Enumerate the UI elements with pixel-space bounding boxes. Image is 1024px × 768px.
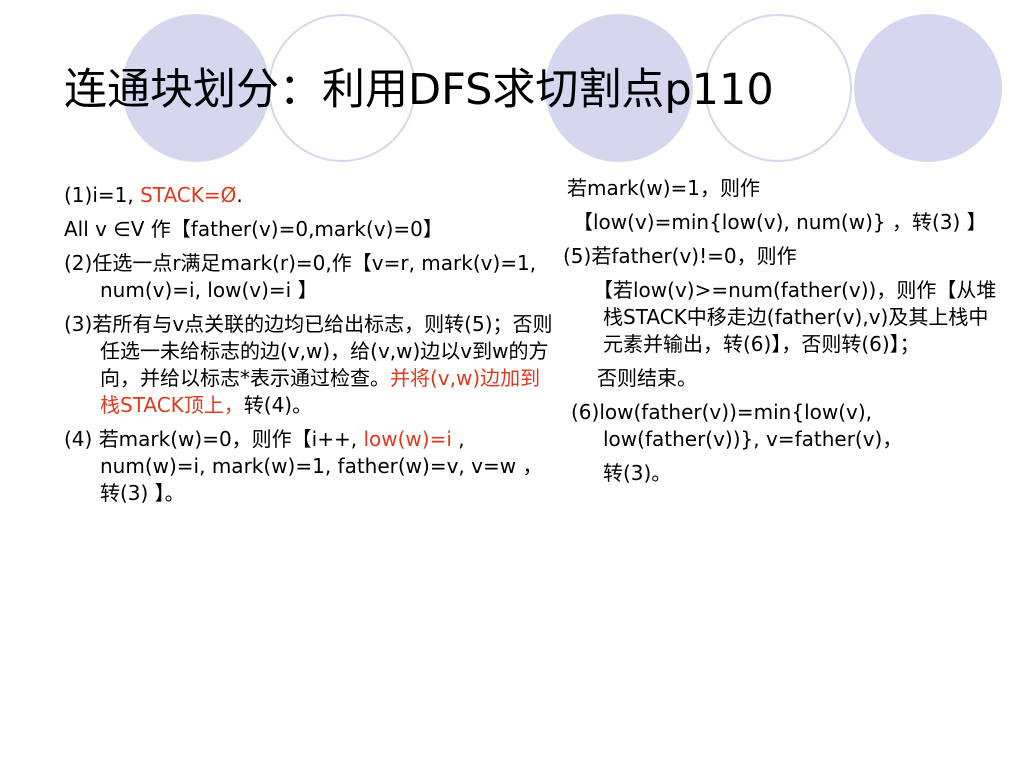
step-3-text: (3)若所有与v点关联的边均已给出标志，则转(5)；否则任选一未给标志的边(v,… [64,312,553,390]
step-6-goto: 转(3)。 [603,461,672,485]
step-1: (1)i=1, STACK=Ø. [64,182,554,209]
step-5: (5)若father(v)!=0，则作 [563,244,797,268]
mark-1-condition: 若mark(w)=1，则作 [567,176,760,200]
step-1-text: (1)i=1, [64,183,141,207]
right-column: 若mark(w)=1，则作 【low(v)=min{low(v), num(w)… [563,175,1003,487]
mark-1-action: 【low(v)=min{low(v), num(w)} ，转(3) 】 [573,210,987,234]
step-4-low-assign: low(w)=i [363,427,452,451]
decor-circle-5 [854,14,1002,162]
step-5-else: 否则结束。 [597,366,697,390]
decor-circle-1 [122,14,270,162]
step-4-rest: , num(w)=i, mark(w)=1, father(w)=v, v=w … [100,427,543,505]
step-1-stack-init: STACK=Ø [140,183,237,207]
step-4: (4) 若mark(w)=0，则作【i++, low(w)=i , num(w)… [64,426,554,507]
step-3: (3)若所有与v点关联的边均已给出标志，则转(5)；否则任选一未给标志的边(v,… [64,311,554,419]
step-6: (6)low(father(v))=min{low(v), low(father… [571,400,903,451]
left-column: (1)i=1, STACK=Ø. All v ∈V 作【father(v)=0,… [64,182,554,507]
decor-circle-2 [268,14,416,162]
step-4-text: (4) 若mark(w)=0，则作【i++, [64,427,364,451]
step-2: (2)任选一点r满足mark(r)=0,作【v=r, mark(v)=1, nu… [64,251,537,302]
step-1-end: . [236,183,243,207]
step-init-all: All v ∈V 作【father(v)=0,mark(v)=0】 [64,217,443,241]
slide-title: 连通块划分：利用DFS求切割点p110 [64,65,774,115]
decor-circle-3 [545,14,693,162]
decor-circle-4 [704,14,852,162]
step-3-push-edge: 并将(v,w)边加到栈STACK顶上， [100,366,541,417]
step-5-action: 【若low(v)>=num(father(v))，则作【从堆栈STACK中移走边… [593,278,997,356]
step-3-goto: 转(4)。 [243,393,313,417]
